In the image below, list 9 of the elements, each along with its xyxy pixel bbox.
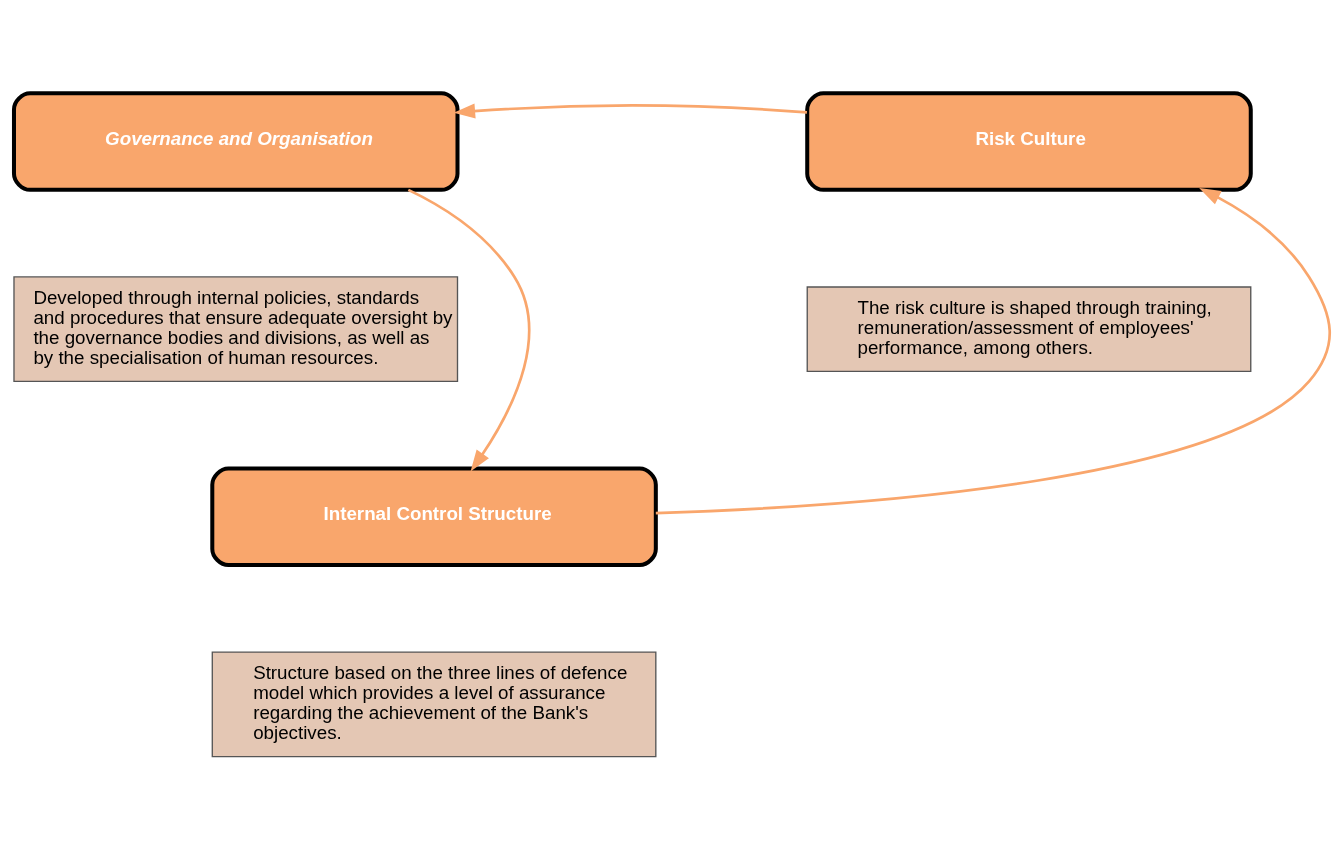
arrow: [407, 188, 531, 472]
node-box: Developed through internal policies, standards and procedures that ensure adequate oversight by the governance bodies and divisions, as well as by the specialisation of human resources.: [13, 275, 459, 382]
arrow: [453, 103, 808, 119]
node-box: Structure based on the three lines of defence model which provides a level of assurance regarding the achievement of the Bank's objectives.: [211, 650, 657, 757]
node-box: Governance and Organisation: [11, 90, 460, 192]
node-box: Internal Control Structure: [210, 466, 658, 567]
node-box: Risk Culture: [805, 90, 1253, 192]
node-box: The risk culture is shaped through training, remuneration/assessment of employees' performance, among others.: [806, 285, 1252, 372]
arrow: [655, 187, 1331, 514]
